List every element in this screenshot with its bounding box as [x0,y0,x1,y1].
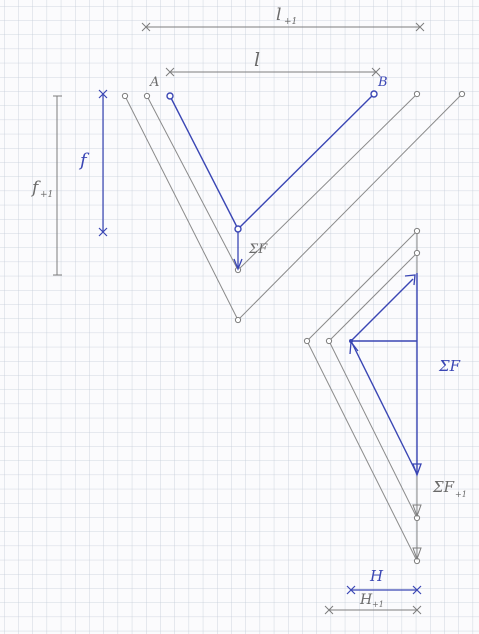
label-l-plus-1-sub: +1 [284,17,297,27]
label-A: A [149,75,159,90]
load-node-upper [234,225,242,233]
dimension-H [346,585,422,595]
dimension-f [98,89,108,237]
label-sum-F-upper: ΣF [248,242,268,257]
force-polygon-ink [350,273,418,475]
label-l: l [254,49,260,71]
pencil-nodes-lower [303,227,421,565]
label-l-plus-1: l [276,5,281,25]
label-H: H [369,567,384,585]
dimension-f-plus-1 [53,95,62,276]
pole-point [349,339,353,343]
force-arrow-upper [233,229,243,271]
label-sum-F-plus-1: ΣF [432,478,455,496]
support-node-B [370,90,378,98]
label-B: B [377,75,388,90]
pencil-nodes-upper [121,90,466,324]
pencil-arrowheads-lower [412,504,422,561]
dimension-H-plus-1 [324,605,422,615]
label-f-plus-1-sub: +1 [40,190,53,200]
support-node-A [166,92,174,100]
label-H-plus-1-sub: +1 [372,600,384,609]
label-sum-F-right: ΣF [438,357,461,375]
label-f-plus-1: f [30,178,41,198]
funicular-ink-upper [169,93,375,230]
funicular-pencil-upper [124,93,463,321]
label-H-plus-1: H [359,592,373,608]
dimension-l [165,67,381,77]
label-sum-F-plus-1-sub: +1 [455,490,467,499]
dimension-l-plus-1 [141,22,425,32]
